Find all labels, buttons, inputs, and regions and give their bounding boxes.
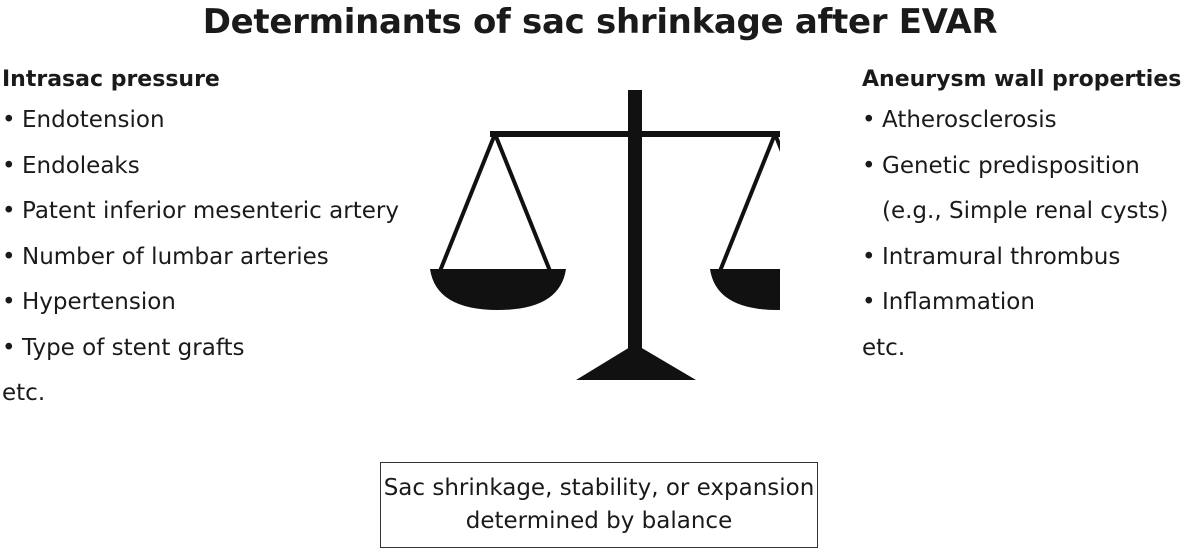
- list-item-label: Hypertension: [22, 289, 176, 315]
- list-item: •Inflammation: [862, 280, 1198, 326]
- list-item: •Genetic predisposition (e.g., Simple ren…: [862, 144, 1198, 235]
- list-item-label: Atherosclerosis: [882, 107, 1057, 133]
- list-item-label: Type of stent grafts: [22, 334, 245, 361]
- scale-shape: [430, 90, 780, 380]
- bullet-icon: •: [862, 243, 876, 270]
- bullet-icon: •: [2, 334, 16, 361]
- list-item-label: Endoleaks: [22, 152, 140, 179]
- list-item-label: Endotension: [22, 107, 165, 133]
- bullet-icon: •: [2, 198, 16, 224]
- aneurysm-wall-etc: etc.: [862, 334, 906, 361]
- list-item-continuation: (e.g., Simple renal cysts): [882, 198, 1169, 224]
- balance-summary-box: Sac shrinkage, stability, or expansion d…: [380, 462, 818, 548]
- list-item-label: Patent inferior mesenteric artery: [22, 198, 399, 224]
- list-item: •Endoleaks: [2, 144, 462, 190]
- diagram-title: Determinants of sac shrinkage after EVAR: [202, 2, 998, 42]
- list-item-label: Number of lumbar arteries: [22, 243, 329, 270]
- intrasac-pressure-list: •Endotension •Endoleaks •Patent inferior…: [2, 98, 462, 371]
- list-item: •Atherosclerosis: [862, 98, 1198, 144]
- list-item-label: Intramural thrombus: [882, 243, 1121, 270]
- bullet-icon: •: [862, 289, 876, 315]
- intrasac-pressure-heading: Intrasac pressure: [2, 67, 220, 92]
- list-item: •Intramural thrombus: [862, 235, 1198, 281]
- intrasac-pressure-etc: etc.: [2, 380, 46, 406]
- bullet-icon: •: [2, 152, 16, 179]
- bullet-icon: •: [2, 289, 16, 315]
- balance-summary-line-1: Sac shrinkage, stability, or expansion: [383, 475, 815, 501]
- bullet-icon: •: [2, 107, 16, 133]
- intrasac-pressure-panel: Intrasac pressure •Endotension •Endoleak…: [2, 62, 462, 417]
- aneurysm-wall-list: •Atherosclerosis •Genetic predisposition…: [862, 98, 1198, 326]
- aneurysm-wall-panel: Aneurysm wall properties •Atherosclerosi…: [862, 62, 1198, 371]
- bullet-icon: •: [862, 107, 876, 133]
- bullet-icon: •: [862, 152, 876, 179]
- balance-summary-line-2: determined by balance: [465, 508, 733, 534]
- list-item: •Type of stent grafts: [2, 326, 462, 372]
- list-item-label: Genetic predisposition: [882, 152, 1140, 179]
- list-item: •Patent inferior mesenteric artery: [2, 189, 462, 235]
- list-item: •Endotension: [2, 98, 462, 144]
- balance-scale-icon: [430, 90, 780, 380]
- bullet-icon: •: [2, 243, 16, 270]
- aneurysm-wall-heading: Aneurysm wall properties: [862, 67, 1182, 92]
- list-item-label: Inflammation: [882, 289, 1035, 315]
- list-item: •Number of lumbar arteries: [2, 235, 462, 281]
- list-item: •Hypertension: [2, 280, 462, 326]
